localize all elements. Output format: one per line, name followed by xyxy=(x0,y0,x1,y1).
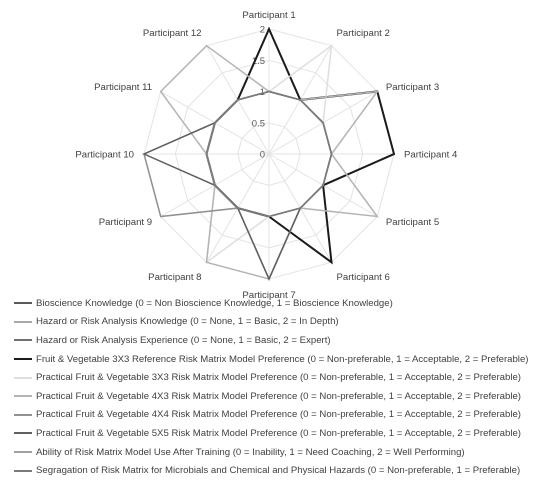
legend-swatch-7 xyxy=(14,413,32,416)
legend-swatch-4 xyxy=(14,358,32,361)
legend-label-5: Practical Fruit & Vegetable 3X3 Risk Mat… xyxy=(36,372,521,384)
legend-label-1: Bioscience Knowledge (0 = Non Bioscience… xyxy=(36,297,393,309)
series-line-10 xyxy=(205,90,333,218)
legend-item-9: Ability of Risk Matrix Model Use After T… xyxy=(14,443,544,462)
tick-label-1: 0.5 xyxy=(252,118,265,129)
category-label-4: Participant 4 xyxy=(404,150,458,161)
category-label-9: Participant 9 xyxy=(99,217,152,228)
category-label-12: Participant 12 xyxy=(143,28,202,39)
series-line-7 xyxy=(143,90,333,281)
category-label-10: Participant 10 xyxy=(75,150,134,161)
tick-label-4: 2 xyxy=(260,25,265,36)
legend-swatch-6 xyxy=(14,395,32,398)
tick-label-3: 1.5 xyxy=(252,56,265,67)
legend-item-7: Practical Fruit & Vegetable 4X4 Risk Mat… xyxy=(14,406,544,425)
category-label-3: Participant 3 xyxy=(386,82,439,93)
category-label-11: Participant 11 xyxy=(94,82,152,93)
legend-swatch-9 xyxy=(14,451,32,454)
category-label-6: Participant 6 xyxy=(337,272,390,283)
legend-label-4: Fruit & Vegetable 3X3 Reference Risk Mat… xyxy=(36,353,529,365)
legend-item-3: Hazard or Risk Analysis Experience (0 = … xyxy=(14,331,544,350)
radial-tick-labels: 0 0.5 1 1.5 2 xyxy=(252,25,265,161)
legend-label-9: Ability of Risk Matrix Model Use After T… xyxy=(36,446,465,458)
legend-swatch-8 xyxy=(14,432,32,435)
tick-label-2: 1 xyxy=(260,87,265,98)
category-label-2: Participant 2 xyxy=(337,28,390,39)
legend-item-4: Fruit & Vegetable 3X3 Reference Risk Mat… xyxy=(14,350,544,369)
legend-swatch-3 xyxy=(14,339,32,342)
legend-swatch-1 xyxy=(14,302,32,305)
legend-item-10: Segragation of Risk Matrix for Microbial… xyxy=(14,461,544,480)
category-label-5: Participant 5 xyxy=(386,217,439,228)
legend-swatch-2 xyxy=(14,320,32,323)
legend-item-6: Practical Fruit & Vegetable 4X3 Risk Mat… xyxy=(14,387,544,406)
legend-label-7: Practical Fruit & Vegetable 4X4 Risk Mat… xyxy=(36,409,521,421)
legend-label-10: Segragation of Risk Matrix for Microbial… xyxy=(36,465,521,477)
legend-label-3: Hazard or Risk Analysis Experience (0 = … xyxy=(36,334,331,346)
legend-label-8: Practical Fruit & Vegetable 5X5 Risk Mat… xyxy=(36,427,521,439)
legend-item-1: Bioscience Knowledge (0 = Non Bioscience… xyxy=(14,294,544,313)
series-lines xyxy=(142,26,396,281)
chart-legend: Bioscience Knowledge (0 = Non Bioscience… xyxy=(14,294,544,480)
legend-item-8: Practical Fruit & Vegetable 5X5 Risk Mat… xyxy=(14,424,544,443)
category-labels: Participant 1 Participant 2 Participant 3 P… xyxy=(75,10,458,301)
legend-swatch-5 xyxy=(14,376,32,379)
legend-swatch-10 xyxy=(14,469,32,472)
legend-item-5: Practical Fruit & Vegetable 3X3 Risk Mat… xyxy=(14,368,544,387)
category-label-7: Participant 7 xyxy=(242,290,295,301)
legend-label-2: Hazard or Risk Analysis Knowledge (0 = N… xyxy=(36,316,339,328)
category-label-1: Participant 1 xyxy=(242,10,295,21)
radar-grid xyxy=(143,28,395,280)
legend-label-6: Practical Fruit & Vegetable 4X3 Risk Mat… xyxy=(36,390,521,402)
series-line-8 xyxy=(142,90,333,281)
legend-item-2: Hazard or Risk Analysis Knowledge (0 = N… xyxy=(14,313,544,332)
tick-label-0: 0 xyxy=(260,150,265,161)
category-label-8: Participant 8 xyxy=(148,272,201,283)
